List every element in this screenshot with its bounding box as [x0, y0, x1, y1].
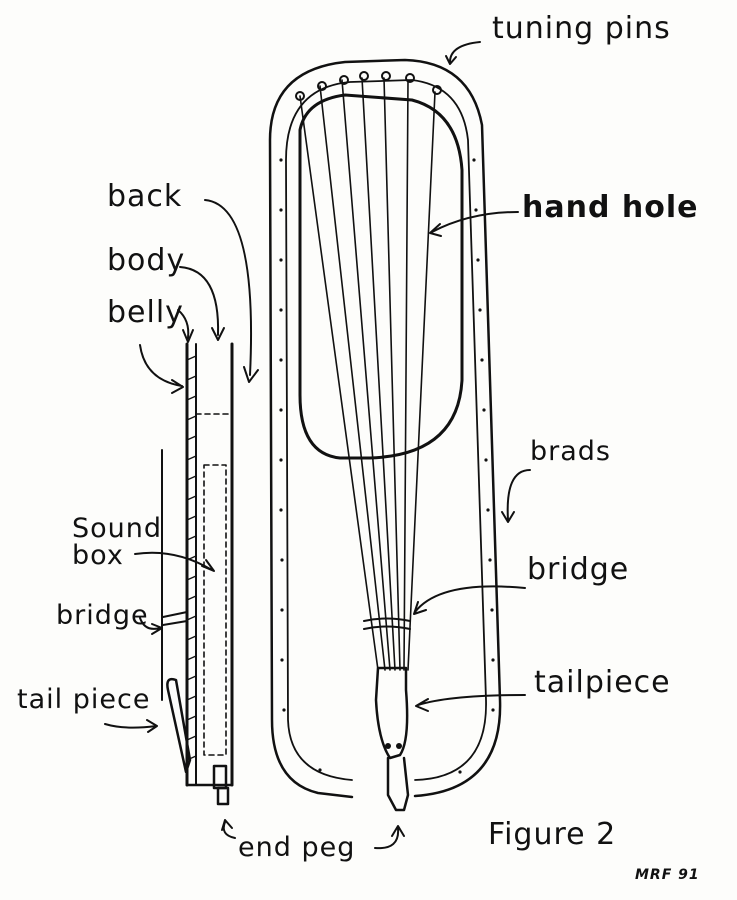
hand-hole	[298, 93, 464, 460]
leader-end-peg-left	[221, 819, 236, 839]
leaders	[104, 41, 531, 850]
front-end-peg	[386, 756, 410, 812]
signature: MRF 91	[635, 867, 700, 883]
tuning-pins	[295, 71, 442, 101]
label-end-peg: end peg	[238, 832, 356, 863]
bridge-front	[363, 617, 411, 630]
leader-tail-piece-side	[104, 719, 158, 733]
front-body-outline	[268, 58, 502, 799]
front-inner-outline	[285, 79, 487, 781]
leader-bridge-front	[413, 585, 526, 615]
tailpiece-knots	[385, 743, 402, 749]
leader-belly-arrow	[139, 344, 184, 394]
side-bridge	[162, 611, 188, 626]
label-tailpiece-front: tailpiece	[534, 665, 671, 700]
leader-tailpiece-front	[415, 694, 526, 712]
label-tail-piece-side: tail piece	[17, 684, 151, 715]
sound-box-outline	[195, 413, 233, 756]
label-hand-hole: hand hole	[522, 190, 699, 225]
label-bridge-front: bridge	[527, 552, 630, 587]
label-body: body	[107, 243, 186, 278]
leader-tuning-pins	[445, 41, 481, 65]
label-bridge-side: bridge	[56, 600, 149, 631]
leader-belly	[177, 309, 194, 343]
leader-sound-box	[134, 551, 215, 572]
front-view	[268, 58, 502, 812]
label-tuning-pins: tuning pins	[492, 11, 671, 46]
side-view	[161, 342, 234, 806]
brads	[279, 158, 495, 774]
leader-hand-hole	[429, 211, 519, 237]
strings	[299, 77, 436, 671]
leader-body	[179, 266, 225, 341]
label-belly: belly	[107, 295, 184, 330]
leader-bridge-side	[139, 617, 163, 635]
side-tailpiece	[166, 677, 192, 774]
label-brads: brads	[530, 436, 611, 467]
leader-back	[204, 199, 259, 383]
label-figure: Figure 2	[488, 817, 617, 852]
label-sound-box: Sound box	[72, 513, 163, 571]
label-back: back	[107, 179, 183, 214]
tailpiece	[374, 666, 409, 760]
leader-brads	[501, 469, 531, 523]
leader-end-peg-right	[374, 825, 405, 850]
